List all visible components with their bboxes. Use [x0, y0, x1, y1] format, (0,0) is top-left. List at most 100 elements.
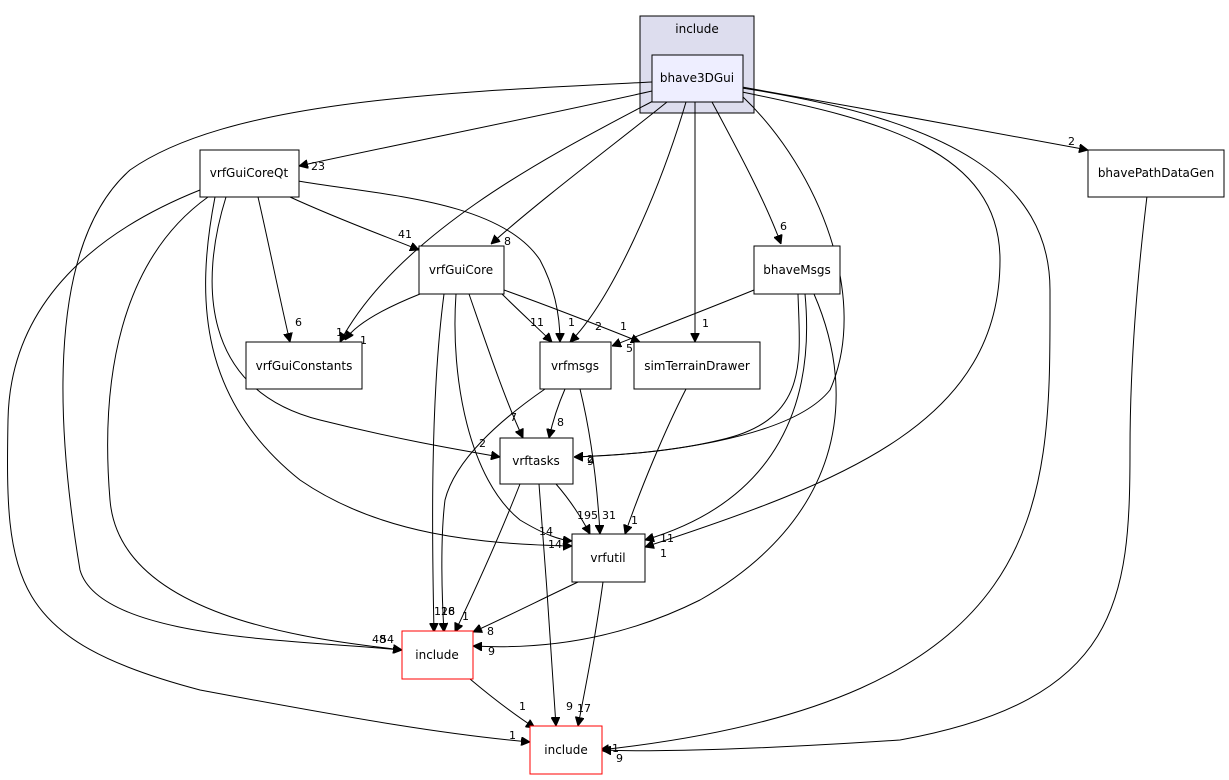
edge-bhave3dgui-vrfutil	[645, 91, 1001, 547]
edge-vrfguicore-vrfutil	[454, 293, 572, 541]
edge-bhave3dgui-vrfguiconstants	[340, 99, 656, 342]
edge-vrfmsgs-include-upper	[442, 388, 546, 632]
node-vrftasks[interactable]: vrftasks	[499, 437, 574, 485]
edges	[7, 81, 1151, 751]
edge-vrfguicoreqt-vrfguiconstants	[257, 196, 290, 342]
edge-label: 31	[602, 509, 616, 522]
edge-vrfguicore-vrftasks	[468, 293, 523, 438]
edge-bhavemsgs-include-upper	[473, 293, 837, 647]
node-label: vrfmsgs	[551, 359, 599, 373]
edge-bhave3dgui-vrfguicoreqt	[299, 90, 653, 166]
edge-vrfguicoreqt-vrfguicore	[289, 196, 419, 250]
edge-label: 8	[557, 416, 564, 429]
edge-vrfutil-include-upper	[473, 581, 579, 632]
node-label: simTerrainDrawer	[644, 359, 750, 373]
edge-label: 16	[441, 605, 455, 618]
edge-vrfguicoreqt-vrfutil	[205, 196, 572, 546]
edge-vrftasks-include-lower	[538, 483, 556, 726]
edge-vrfguicore-include-upper	[433, 293, 445, 632]
edge-vrfguicore-vrfguiconstants	[345, 293, 421, 340]
edge-bhavepathdatagen-include-lower	[602, 171, 1151, 751]
edge-bhave3dgui-bhavepathdatagen	[741, 86, 1088, 150]
node-label: vrfGuiCoreQt	[210, 166, 289, 180]
edge-vrfguicoreqt-include-lower	[7, 189, 530, 742]
cluster-label: include	[675, 22, 718, 36]
edge-label: 2	[1068, 135, 1075, 148]
edge-label: 48	[372, 633, 386, 646]
edge-include-upper-include-lower	[469, 678, 535, 728]
edge-vrftasks-vrfutil	[555, 483, 590, 534]
edge-label: 14	[548, 538, 562, 551]
edge-vrfguicoreqt-include-upper	[107, 196, 402, 650]
edge-vrfmsgs-vrfutil	[579, 388, 600, 534]
node-vrfmsgs[interactable]: vrfmsgs	[539, 341, 612, 390]
node-label: bhaveMsgs	[763, 263, 831, 277]
edge-bhave3dgui-vrfguicore	[491, 101, 668, 244]
edge-bhavemsgs-vrftasks	[574, 293, 800, 457]
edge-label: 1	[360, 334, 367, 347]
node-label: vrfGuiConstants	[256, 359, 353, 373]
edge-label: 1	[660, 547, 667, 560]
node-bhavemsgs[interactable]: bhaveMsgs	[753, 245, 841, 295]
node-label: vrfutil	[590, 551, 625, 565]
node-include-upper[interactable]: include	[401, 630, 474, 680]
node-bhave3dgui[interactable]: bhave3DGui	[651, 54, 744, 103]
node-vrfguiconstants[interactable]: vrfGuiConstants	[245, 341, 363, 390]
edge-label: 1	[620, 320, 627, 333]
edge-label: 9	[566, 700, 573, 713]
node-vrfguicore[interactable]: vrfGuiCore	[418, 245, 505, 295]
edge-label: 54	[380, 633, 394, 646]
edge-label: 128	[434, 605, 455, 618]
edge-bhave3dgui-include-upper	[62, 81, 653, 650]
edge-label: 8	[487, 625, 494, 638]
edge-label: 1	[336, 326, 343, 339]
edge-label: 1	[568, 316, 575, 329]
edge-label: 2	[595, 320, 602, 333]
edge-bhave3dgui-include-lower	[600, 87, 1051, 750]
edge-label: 6	[780, 220, 787, 233]
edge-label: 1	[509, 729, 516, 742]
node-label: include	[544, 743, 587, 757]
edge-label: 14	[539, 525, 553, 538]
edge-label: 5	[626, 342, 633, 355]
node-label: include	[415, 648, 458, 662]
node-label: bhave3DGui	[660, 71, 734, 85]
edge-label: 1	[462, 610, 469, 623]
node-label: bhavePathDataGen	[1098, 166, 1214, 180]
edge-vrfguicore-vrfmsgs	[499, 291, 552, 342]
node-vrfguicoreqt[interactable]: vrfGuiCoreQt	[199, 149, 300, 198]
node-label: vrfGuiCore	[429, 263, 493, 277]
node-bhavepathdatagen[interactable]: bhavePathDataGen	[1087, 149, 1225, 198]
edge-bhavemsgs-vrfmsgs	[612, 289, 755, 346]
node-include-lower[interactable]: include	[529, 725, 603, 775]
edge-labels: 23 2 8 6 1 2 1 9 11 54 1 9 41 6 1 2 14 4…	[295, 135, 1075, 765]
edge-label: 1	[612, 742, 619, 755]
edge-vrfguicoreqt-vrfmsgs	[297, 180, 560, 342]
edge-label: 17	[577, 702, 591, 715]
edge-bhavemsgs-vrfutil	[645, 293, 808, 540]
node-vrfutil[interactable]: vrfutil	[571, 533, 646, 583]
edge-label: 2	[587, 453, 594, 466]
edge-label: 9	[488, 645, 495, 658]
edge-label: 1	[702, 317, 709, 330]
edge-vrftasks-include-upper	[455, 483, 521, 632]
edge-vrfguicoreqt-vrftasks	[211, 196, 500, 457]
edge-label: 195	[577, 509, 598, 522]
edge-label: 41	[398, 228, 412, 241]
edge-label: 2	[479, 437, 486, 450]
edge-bhave3dgui-vrfmsgs	[570, 101, 687, 342]
edge-label: 11	[530, 316, 544, 329]
node-simterraindrawer[interactable]: simTerrainDrawer	[633, 341, 761, 390]
edge-label: 9	[587, 455, 594, 468]
edge-label: 6	[295, 316, 302, 329]
edge-simterraindrawer-vrfutil	[625, 388, 687, 534]
edge-label: 11	[660, 532, 674, 545]
edge-vrfmsgs-vrftasks	[549, 388, 566, 438]
edge-label: 9	[616, 752, 623, 765]
edge-label: 23	[311, 160, 325, 173]
edge-bhave3dgui-bhavemsgs	[711, 101, 781, 244]
edge-label: 1	[519, 700, 526, 713]
edge-vrfguicore-simterraindrawer	[503, 289, 640, 342]
edge-label: 8	[504, 235, 511, 248]
